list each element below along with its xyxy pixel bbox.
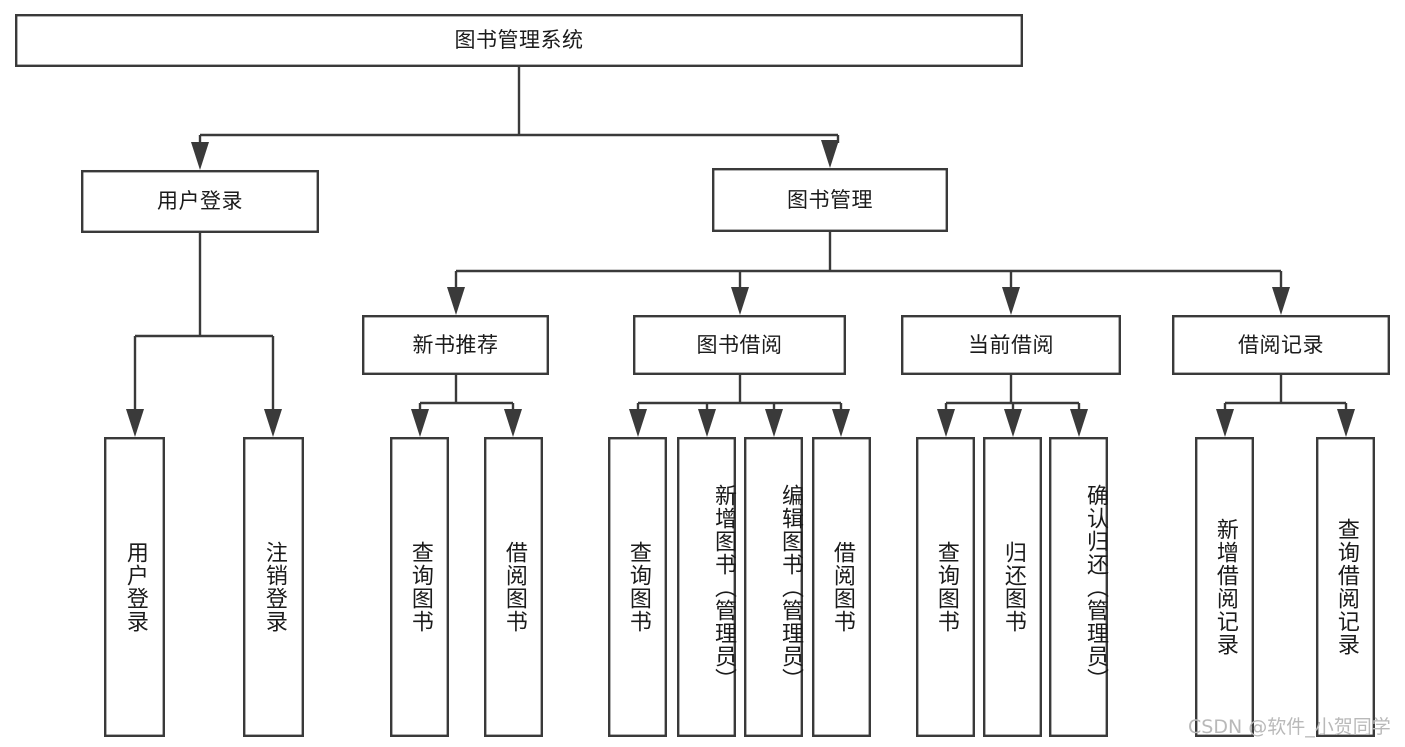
node-box-leaf-query-book-borrow[interactable]: [608, 437, 668, 738]
node-text-leaf-borrow-book: 借阅图书: [829, 541, 855, 633]
node-text-leaf-edit-book-admin: 编辑图书（管理员）: [778, 483, 803, 691]
arrow-head-leaf-return-book: [1004, 409, 1022, 437]
node-label-leaf-add-borrow-record: 新增借阅记录: [1195, 437, 1254, 737]
node-box-leaf-edit-book-admin[interactable]: [744, 437, 804, 738]
node-label-root: 图书管理系统: [15, 14, 1023, 67]
node-box-leaf-query-book-current[interactable]: [916, 437, 976, 738]
node-box-leaf-confirm-return-admin[interactable]: [1048, 437, 1108, 738]
node-box-leaf-query-book-recommend[interactable]: [390, 437, 450, 738]
node-label-leaf-query-borrow-record: 查询借阅记录: [1316, 437, 1375, 737]
node-box-borrow-record[interactable]: [1171, 315, 1390, 376]
arrow-head-book-management: [821, 140, 839, 168]
node-label-leaf-edit-book-admin: 编辑图书（管理员）: [744, 437, 803, 737]
connector-current-borrow-to-leaves: [937, 374, 1088, 437]
node-label-leaf-add-book-admin: 新增图书（管理员）: [677, 437, 736, 737]
node-text-leaf-borrow-book-recommend: 借阅图书: [501, 541, 527, 633]
node-label-leaf-query-book-borrow: 查询图书: [608, 437, 667, 737]
node-text-leaf-query-borrow-record: 查询借阅记录: [1333, 518, 1359, 656]
node-box-leaf-query-borrow-record[interactable]: [1315, 437, 1375, 738]
connector-borrow-record-to-leaves: [1216, 374, 1355, 437]
node-label-book-management: 图书管理: [712, 168, 948, 232]
node-box-leaf-logout[interactable]: [242, 437, 304, 738]
node-label-new-book-recommend: 新书推荐: [362, 315, 549, 375]
connector-book-borrow-to-leaves: [629, 374, 850, 437]
arrow-head-new-book-recommend: [447, 287, 465, 315]
node-text-root: 图书管理系统: [454, 28, 584, 53]
node-box-leaf-borrow-book[interactable]: [812, 437, 872, 738]
node-text-new-book-recommend: 新书推荐: [412, 332, 499, 357]
node-label-leaf-query-book-current: 查询图书: [916, 437, 975, 737]
connector-book-management-to-level3: [447, 231, 1290, 315]
node-label-borrow-record: 借阅记录: [1172, 315, 1390, 375]
node-box-book-borrow[interactable]: [633, 315, 847, 376]
node-text-book-management: 图书管理: [787, 187, 873, 212]
node-text-leaf-query-book-borrow: 查询图书: [625, 541, 651, 633]
node-text-current-borrow: 当前借阅: [968, 332, 1054, 357]
node-text-leaf-logout: 注销登录: [261, 541, 287, 633]
arrow-head-leaf-borrow-book-recommend: [504, 409, 522, 437]
node-box-root[interactable]: [15, 13, 1023, 67]
node-label-user-login: 用户登录: [81, 170, 319, 233]
connector-user-login-to-leaves: [126, 232, 282, 437]
arrow-head-current-borrow: [1002, 287, 1020, 315]
arrow-head-borrow-record: [1272, 287, 1290, 315]
arrow-head-leaf-query-book-current: [937, 409, 955, 437]
node-label-leaf-logout: 注销登录: [243, 437, 304, 737]
arrow-head-leaf-query-book-borrow: [629, 409, 647, 437]
arrow-head-leaf-query-book-recommend: [411, 409, 429, 437]
node-box-leaf-add-book-admin[interactable]: [677, 437, 737, 738]
node-text-leaf-return-book: 归还图书: [1000, 541, 1026, 633]
arrow-head-leaf-borrow-book: [832, 409, 850, 437]
arrow-head-leaf-confirm-return-admin: [1070, 409, 1088, 437]
arrow-head-leaf-edit-book-admin: [765, 409, 783, 437]
node-box-leaf-return-book[interactable]: [983, 437, 1043, 738]
node-box-leaf-add-borrow-record[interactable]: [1194, 437, 1254, 738]
arrow-head-book-borrow: [731, 287, 749, 315]
node-label-leaf-confirm-return-admin: 确认归还（管理员）: [1049, 437, 1108, 737]
node-text-book-borrow: 图书借阅: [696, 332, 783, 357]
node-box-current-borrow[interactable]: [901, 315, 1122, 376]
arrow-head-leaf-add-borrow-record: [1216, 409, 1234, 437]
arrow-head-leaf-logout: [264, 409, 282, 437]
node-box-leaf-user-login[interactable]: [103, 437, 165, 738]
node-text-leaf-user-login: 用户登录: [122, 541, 148, 633]
node-box-new-book-recommend[interactable]: [362, 315, 550, 376]
node-label-book-borrow: 图书借阅: [633, 315, 846, 375]
node-label-leaf-borrow-book: 借阅图书: [812, 437, 871, 737]
connector-new-book-recommend-to-leaves: [411, 374, 522, 437]
node-text-user-login: 用户登录: [157, 189, 243, 214]
node-label-current-borrow: 当前借阅: [901, 315, 1121, 375]
connector-root-to-level2: [191, 66, 840, 170]
node-box-user-login[interactable]: [80, 169, 320, 233]
node-box-leaf-borrow-book-recommend[interactable]: [484, 437, 544, 738]
node-label-leaf-user-login: 用户登录: [104, 437, 165, 737]
arrow-head-user-login: [191, 142, 209, 170]
arrow-head-leaf-add-book-admin: [698, 409, 716, 437]
node-text-leaf-add-borrow-record: 新增借阅记录: [1212, 518, 1238, 656]
watermark-text: CSDN @软件_小贺同学: [1188, 716, 1391, 738]
node-text-borrow-record: 借阅记录: [1238, 332, 1324, 357]
node-label-leaf-query-book-recommend: 查询图书: [390, 437, 449, 737]
node-text-leaf-add-book-admin: 新增图书（管理员）: [711, 483, 736, 691]
arrow-head-leaf-user-login: [126, 409, 144, 437]
node-label-leaf-borrow-book-recommend: 借阅图书: [484, 437, 543, 737]
node-label-leaf-return-book: 归还图书: [983, 437, 1042, 737]
node-text-leaf-query-book-current: 查询图书: [933, 541, 959, 633]
node-text-leaf-confirm-return-admin: 确认归还（管理员）: [1083, 483, 1108, 691]
arrow-head-leaf-query-borrow-record: [1337, 409, 1355, 437]
node-text-leaf-query-book-recommend: 查询图书: [407, 541, 433, 633]
node-box-book-management[interactable]: [712, 167, 949, 232]
